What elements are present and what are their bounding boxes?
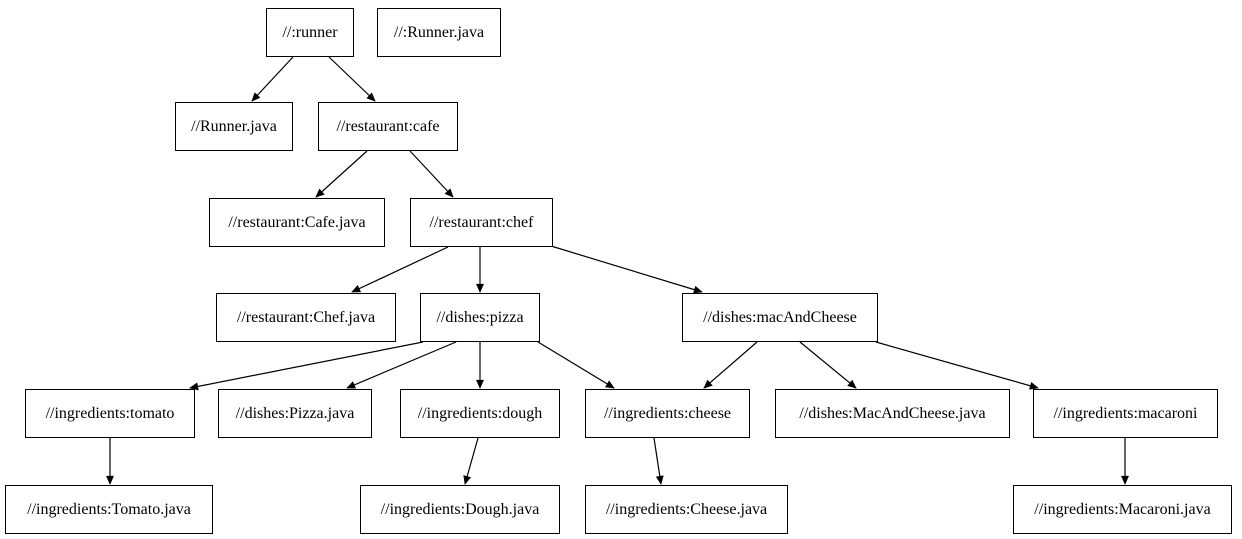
graph-node-tomato: //ingredients:tomato bbox=[25, 389, 195, 438]
graph-node-label: //Runner.java bbox=[191, 117, 277, 135]
graph-node-label: //ingredients:macaroni bbox=[1053, 404, 1198, 422]
graph-node-label: //restaurant:Chef.java bbox=[236, 308, 376, 326]
graph-node-label: //ingredients:cheese bbox=[603, 404, 732, 422]
graph-node-chef: //restaurant:chef bbox=[410, 198, 553, 247]
graph-node-runner: //:runner bbox=[266, 8, 354, 57]
graph-node-pizza_java: //dishes:Pizza.java bbox=[218, 389, 372, 438]
graph-node-label: //ingredients:Dough.java bbox=[380, 500, 540, 518]
graph-node-label: //dishes:Pizza.java bbox=[235, 404, 355, 422]
graph-edge-dough-to-dough_java bbox=[463, 437, 479, 485]
graph-node-label: //ingredients:Macaroni.java bbox=[1034, 500, 1211, 518]
graph-node-cheese_java: //ingredients:Cheese.java bbox=[585, 485, 788, 534]
graph-node-macaroni: //ingredients:macaroni bbox=[1033, 389, 1218, 438]
graph-edge-mac_and_cheese-to-cheese bbox=[703, 341, 758, 389]
graph-node-label: //ingredients:Cheese.java bbox=[605, 500, 768, 518]
graph-node-label: //dishes:pizza bbox=[436, 308, 524, 326]
graph-edge-pizza-to-tomato bbox=[189, 341, 424, 391]
graph-node-chef_java: //restaurant:Chef.java bbox=[216, 293, 396, 342]
graph-node-cafe: //restaurant:cafe bbox=[318, 102, 458, 151]
graph-edge-cafe-to-cafe_java bbox=[315, 150, 368, 198]
graph-node-mac_and_cheese: //dishes:macAndCheese bbox=[682, 293, 878, 342]
graph-edge-mac_and_cheese-to-macaroni bbox=[875, 341, 1039, 390]
graph-edge-runner-to-runner_java bbox=[251, 56, 294, 102]
graph-node-label: //restaurant:chef bbox=[429, 213, 534, 231]
graph-node-pizza: //dishes:pizza bbox=[420, 293, 540, 342]
graph-edge-cafe-to-chef bbox=[409, 150, 454, 198]
graph-edge-pizza-to-cheese bbox=[537, 341, 615, 389]
graph-node-runner_java_src: //:Runner.java bbox=[377, 8, 501, 57]
graph-node-mac_and_cheese_java: //dishes:MacAndCheese.java bbox=[775, 389, 1010, 438]
graph-edge-runner-to-cafe bbox=[328, 56, 376, 102]
graph-edge-chef-to-mac_and_cheese bbox=[550, 245, 703, 294]
graph-node-label: //restaurant:Cafe.java bbox=[228, 213, 366, 231]
graph-node-label: //:Runner.java bbox=[393, 23, 485, 41]
graph-edge-mac_and_cheese-to-mac_and_cheese_java bbox=[799, 341, 857, 389]
graph-node-macaroni_java: //ingredients:Macaroni.java bbox=[1013, 485, 1232, 534]
graph-node-tomato_java: //ingredients:Tomato.java bbox=[5, 485, 213, 534]
graph-node-label: //dishes:MacAndCheese.java bbox=[799, 404, 986, 422]
graph-node-runner_java: //Runner.java bbox=[175, 102, 293, 151]
graph-node-dough_java: //ingredients:Dough.java bbox=[360, 485, 560, 534]
graph-node-cafe_java: //restaurant:Cafe.java bbox=[209, 198, 385, 247]
graph-node-label: //dishes:macAndCheese bbox=[703, 308, 857, 326]
graph-node-cheese: //ingredients:cheese bbox=[585, 389, 750, 438]
graph-edge-pizza-to-pizza_java bbox=[346, 341, 457, 389]
graph-node-label: //restaurant:cafe bbox=[336, 117, 440, 135]
graph-node-label: //ingredients:Tomato.java bbox=[27, 500, 191, 518]
graph-node-label: //:runner bbox=[282, 23, 338, 41]
graph-edge-cheese-to-cheese_java bbox=[653, 437, 664, 485]
graph-node-label: //ingredients:dough bbox=[417, 404, 543, 422]
graph-node-label: //ingredients:tomato bbox=[45, 404, 175, 422]
graph-edge-chef-to-chef_java bbox=[351, 246, 449, 293]
graph-node-dough: //ingredients:dough bbox=[400, 389, 560, 438]
